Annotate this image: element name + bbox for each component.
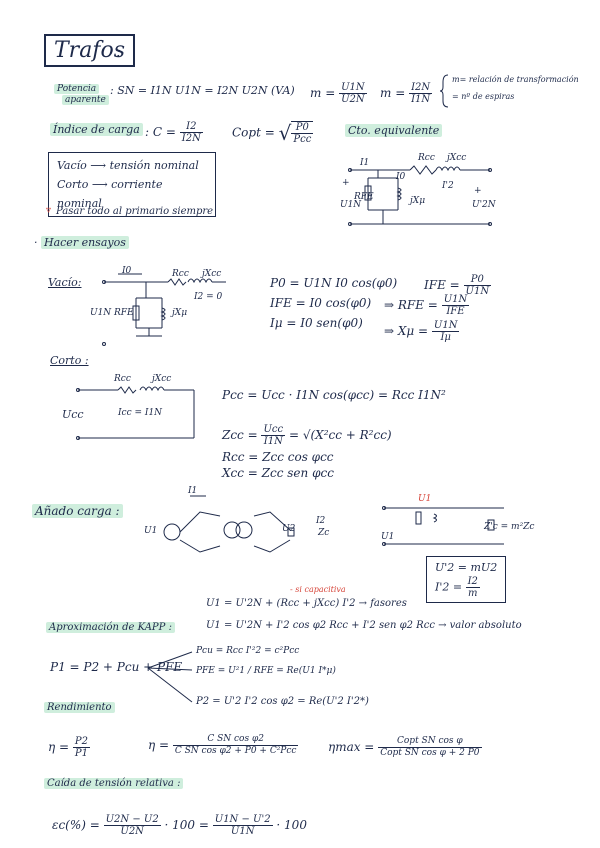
- vacio-i2zero: I2 = 0: [194, 292, 223, 302]
- vacio-i0: I0: [122, 266, 132, 276]
- branch-arrows: [147, 651, 193, 703]
- cto-u2n: U'2N: [472, 200, 496, 210]
- cto-u1n: U1N: [340, 200, 362, 210]
- cto-i2p: I'2: [442, 181, 454, 191]
- corto-ucc: Ucc: [62, 408, 84, 421]
- cto-i0: I0: [396, 172, 406, 182]
- kapp-label: Aproximación de KAPP :: [46, 622, 175, 633]
- vacio-label: Vacío:: [48, 276, 82, 289]
- vacio-eq1: P0 = U1N I0 cos(φ0): [270, 276, 398, 290]
- cto-rcc: Rcc: [418, 153, 435, 163]
- corto-label: Corto :: [50, 354, 89, 367]
- cto-plus-left: +: [342, 178, 350, 188]
- anado-u2: U2: [282, 524, 296, 534]
- equivalent-circuit: [348, 165, 492, 226]
- potencia-label-1: Potencia: [54, 84, 100, 94]
- cto-plus-right: +: [474, 186, 482, 196]
- potencia-label: Potencia aparente: [54, 84, 109, 106]
- corto-jxcc: jXcc: [152, 374, 172, 384]
- cto-equivalente-label: Cto. equivalente: [345, 124, 443, 137]
- vacio-eq3: Iμ = I0 sen(φ0): [270, 316, 363, 330]
- vacio-jxcc: jXcc: [202, 269, 222, 279]
- cto-jxu: jXμ: [410, 196, 426, 206]
- p1-eq: P1 = P2 + Pcu + PFE: [50, 660, 183, 674]
- cto-jxcc: jXcc: [447, 153, 467, 163]
- vacio-jxu: jXμ: [172, 308, 188, 318]
- load-equivalent-circuit: [382, 506, 504, 546]
- rendimiento-label: Rendimiento: [44, 702, 115, 713]
- hacer-ensayos-label: · Hacer ensayos: [34, 236, 129, 249]
- corto-rcc: Rcc: [114, 374, 131, 384]
- vacio-eq2: IFE = I0 cos(φ0): [270, 296, 372, 310]
- anado-u1: U1: [144, 526, 158, 536]
- corto-icc: Icc = I1N: [118, 408, 163, 418]
- load-u1-red: U1: [418, 494, 432, 504]
- kapp-eq: U1 = U'2N + I'2 cos φ2 Rcc + I'2 sen φ2 …: [206, 620, 522, 631]
- corto-xcc-eq: Xcc = Zcc sen φcc: [222, 466, 334, 480]
- potencia-eq: : SN = I1N U1N = I2N U2N (VA): [110, 84, 295, 97]
- title-colon: :: [116, 42, 122, 61]
- anado-zc: Zc: [318, 528, 330, 538]
- corto-eq1: Pcc = Ucc · I1N cos(φcc) = Rcc I1N²: [222, 388, 446, 402]
- pasar-note: Pasar todo al primario siempre: [56, 206, 214, 217]
- pfe-eq: PFE = U²1 / RFE = Re(U1 I*μ): [196, 666, 336, 676]
- indice-label: Índice de carga: [50, 123, 143, 136]
- vacio-circuit: [102, 273, 226, 346]
- anado-i2: I2: [316, 516, 326, 526]
- anado-i1: I1: [188, 486, 198, 496]
- corto-rcc-eq: Rcc = Zcc cos φcc: [222, 450, 334, 464]
- cto-rfe: RFE: [354, 192, 374, 202]
- corto-circuit: [76, 386, 195, 440]
- pcu-eq: Pcu = Rcc I'²2 = c²Pcc: [196, 646, 300, 656]
- brace-icon: [439, 74, 449, 108]
- potencia-label-2: aparente: [62, 95, 109, 105]
- fasores-eq: U1 = U'2N + (Rcc + jXcc) I'2 → fasores: [206, 598, 407, 609]
- vacio-rfe: RFE: [114, 308, 134, 318]
- m-note-2: = nº de espiras: [452, 92, 515, 101]
- page-title: Trafos: [44, 34, 135, 67]
- vacio-rcc: Rcc: [172, 269, 189, 279]
- si-capacitiva-note: - si capacitiva: [290, 585, 346, 594]
- cto-i1: I1: [360, 158, 370, 168]
- anado-carga-label: Añado carga :: [32, 504, 123, 518]
- warning-icon: ▿: [46, 205, 52, 216]
- caida-label: Caída de tensión relativa :: [44, 778, 184, 789]
- load-u1: U1: [381, 532, 395, 542]
- ensayo-summary-box: Vacío ⟶ tensión nominal Corto ⟶ corrient…: [48, 152, 216, 217]
- p2-eq: P2 = U'2 I'2 cos φ2 = Re(U'2 I'2*): [196, 696, 369, 707]
- vacio-u1n: U1N: [90, 308, 112, 318]
- load-z2c: Z'c = m²Zc: [484, 522, 535, 532]
- m-note-1: m= relación de transformación: [452, 75, 579, 84]
- transformer-diagram: [163, 495, 295, 553]
